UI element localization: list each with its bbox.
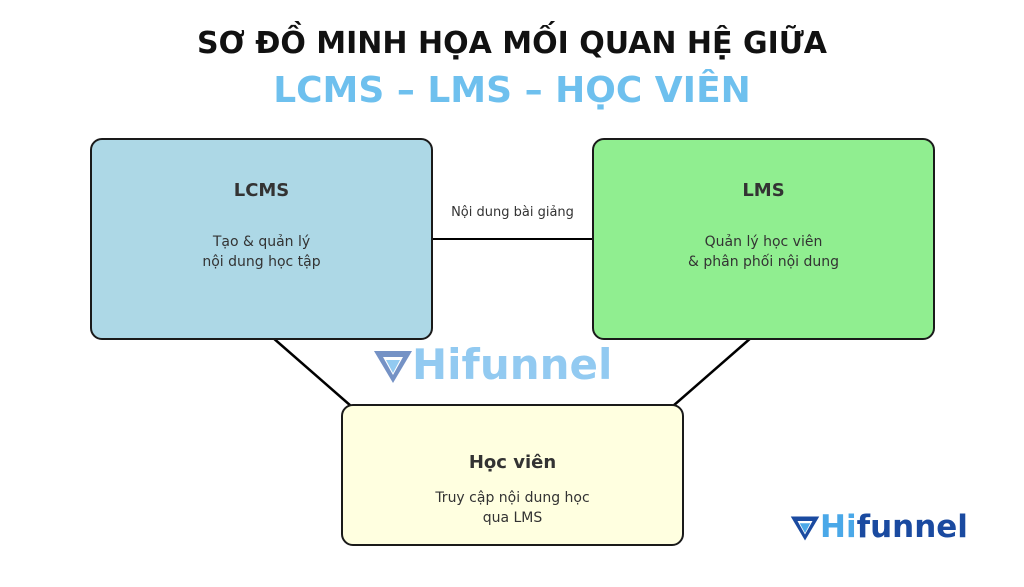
node-lcms-desc-line2: nội dung học tập xyxy=(202,254,321,270)
funnel-icon xyxy=(374,350,412,383)
watermark-logo-funnel: funnel xyxy=(461,340,613,389)
corner-logo-funnel: funnel xyxy=(856,509,968,545)
node-lcms: LCMS Tạo & quản lý nội dung học tập xyxy=(90,138,433,340)
hifunnel-watermark-logo: Hifunnel xyxy=(374,340,612,389)
node-hoc-vien-desc: Truy cập nội dung học qua LMS xyxy=(343,488,682,528)
funnel-icon xyxy=(790,516,820,541)
diagram-title-line2: LCMS – LMS – HỌC VIÊN xyxy=(273,70,751,111)
corner-logo-hi: Hi xyxy=(820,509,857,545)
hifunnel-corner-logo: Hifunnel xyxy=(790,509,968,545)
node-hoc-vien-desc-line1: Truy cập nội dung học xyxy=(435,490,590,506)
node-lcms-name: LCMS xyxy=(233,180,290,201)
node-hoc-vien: Học viên Truy cập nội dung học qua LMS xyxy=(341,404,684,546)
watermark-logo-text: Hifunnel xyxy=(412,340,612,389)
node-hoc-vien-name: Học viên xyxy=(468,452,557,473)
diagram-title-line1: SƠ ĐỒ MINH HỌA MỐI QUAN HỆ GIỮA xyxy=(196,26,828,61)
watermark-logo-hi: Hi xyxy=(412,340,462,389)
node-lms-desc: Quản lý học viên & phân phối nội dung xyxy=(594,232,933,272)
node-lcms-desc-line1: Tạo & quản lý xyxy=(212,234,311,250)
arrow-hocvien-to-lcms xyxy=(263,329,360,414)
node-lms-name: LMS xyxy=(742,180,785,201)
node-lms-desc-line2: & phân phối nội dung xyxy=(688,254,839,270)
corner-logo-text: Hifunnel xyxy=(820,509,968,545)
node-hoc-vien-desc-line2: qua LMS xyxy=(482,510,543,526)
node-lms: LMS Quản lý học viên & phân phối nội dun… xyxy=(592,138,935,340)
node-lms-desc-line1: Quản lý học viên xyxy=(704,234,823,250)
edge-label-lms-to-lcms: Nội dung bài giảng xyxy=(451,205,574,220)
arrow-hocvien-to-lms xyxy=(664,329,761,414)
node-lcms-desc: Tạo & quản lý nội dung học tập xyxy=(92,232,431,272)
